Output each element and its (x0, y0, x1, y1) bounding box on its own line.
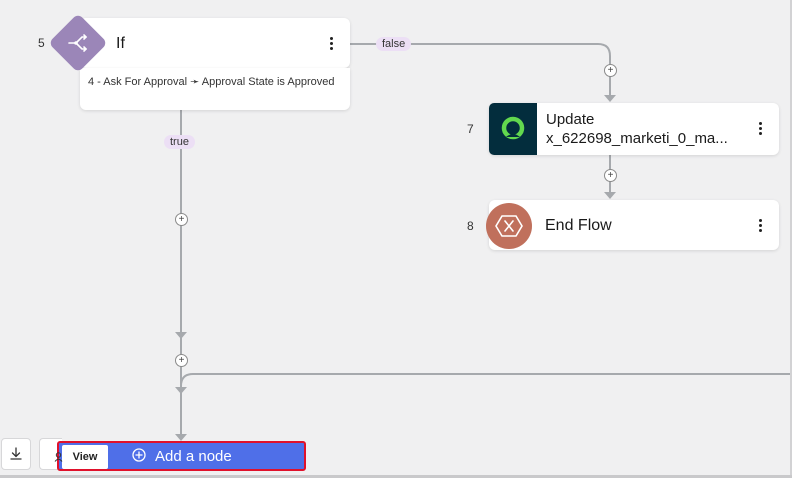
add-node-label: Add a node (155, 448, 232, 465)
if-node-card[interactable]: If (80, 18, 350, 68)
arrow-heads (175, 95, 616, 441)
update-node-menu-icon[interactable] (758, 122, 762, 136)
node-number: 7 (467, 122, 474, 136)
arrow-head (175, 332, 187, 339)
canvas-border (0, 475, 792, 478)
add-node-button[interactable]: View Add a node (54, 441, 306, 471)
false-branch-label: false (376, 37, 412, 51)
servicenow-icon (489, 103, 537, 155)
if-condition-card[interactable]: 4 - Ask For Approval ➛ Approval State is… (80, 68, 350, 110)
insert-step-button[interactable]: + (175, 354, 188, 367)
true-branch-label: true (164, 135, 195, 149)
end-node-card[interactable]: End Flow (489, 200, 779, 250)
view-button-label: View (72, 451, 98, 463)
if-node-menu-icon[interactable] (329, 37, 333, 51)
arrow-head (604, 192, 616, 199)
insert-step-button[interactable]: + (604, 169, 617, 182)
update-node-table: x_622698_marketi_0_ma... (546, 130, 728, 147)
download-button[interactable] (1, 438, 31, 470)
insert-step-button[interactable]: + (175, 213, 188, 226)
merge-line (180, 373, 792, 390)
view-toggle-backdrop (39, 438, 62, 470)
if-condition-text: 4 - Ask For Approval ➛ Approval State is… (88, 76, 335, 88)
arrow-head (175, 434, 187, 441)
download-icon (10, 447, 22, 460)
false-branch-line (350, 43, 611, 100)
arrow-head (175, 387, 187, 394)
end-node-title: End Flow (545, 217, 612, 234)
node-number: 5 (38, 36, 45, 50)
update-node-card[interactable]: Update x_622698_marketi_0_ma... (489, 103, 779, 155)
branch-icon (68, 34, 88, 52)
if-node-title: If (116, 35, 125, 52)
end-node-menu-icon[interactable] (758, 219, 762, 233)
stop-icon (486, 203, 532, 249)
insert-step-button[interactable]: + (604, 64, 617, 77)
add-circle-icon (132, 448, 146, 462)
update-node-title: Update (546, 111, 595, 128)
arrow-head (604, 95, 616, 102)
node-number: 8 (467, 219, 474, 233)
view-button[interactable]: View (54, 445, 108, 469)
user-icon (54, 452, 63, 462)
canvas-border (790, 0, 792, 478)
